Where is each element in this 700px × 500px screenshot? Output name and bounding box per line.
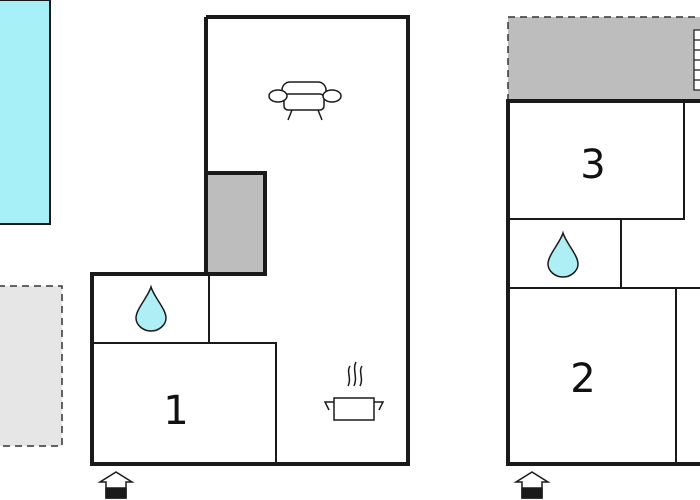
room-1-label: 1 bbox=[163, 388, 188, 434]
upper-terrace-dashed-edge bbox=[507, 16, 700, 101]
upper-terrace bbox=[508, 17, 700, 101]
bedroom-1-wall bbox=[92, 342, 277, 464]
sofa-icon bbox=[268, 81, 342, 121]
water-drop-icon bbox=[547, 230, 579, 278]
terrace bbox=[0, 285, 63, 447]
cooking-pot-icon bbox=[323, 361, 385, 421]
water-drop-icon bbox=[135, 284, 167, 332]
bedroom-3-wall bbox=[508, 101, 685, 220]
room-2-label: 2 bbox=[570, 356, 595, 402]
entrance-icon bbox=[97, 471, 135, 499]
stairs-icon bbox=[693, 29, 700, 91]
ground-floor: 1 bbox=[90, 15, 410, 499]
room-3-label: 3 bbox=[580, 142, 605, 188]
entrance-icon bbox=[513, 471, 551, 499]
bathroom-upper-walls bbox=[508, 219, 700, 289]
pool bbox=[0, 0, 51, 225]
stairs-block bbox=[204, 171, 267, 276]
first-floor-outline bbox=[506, 99, 700, 466]
first-floor: 3 2 bbox=[506, 16, 700, 499]
